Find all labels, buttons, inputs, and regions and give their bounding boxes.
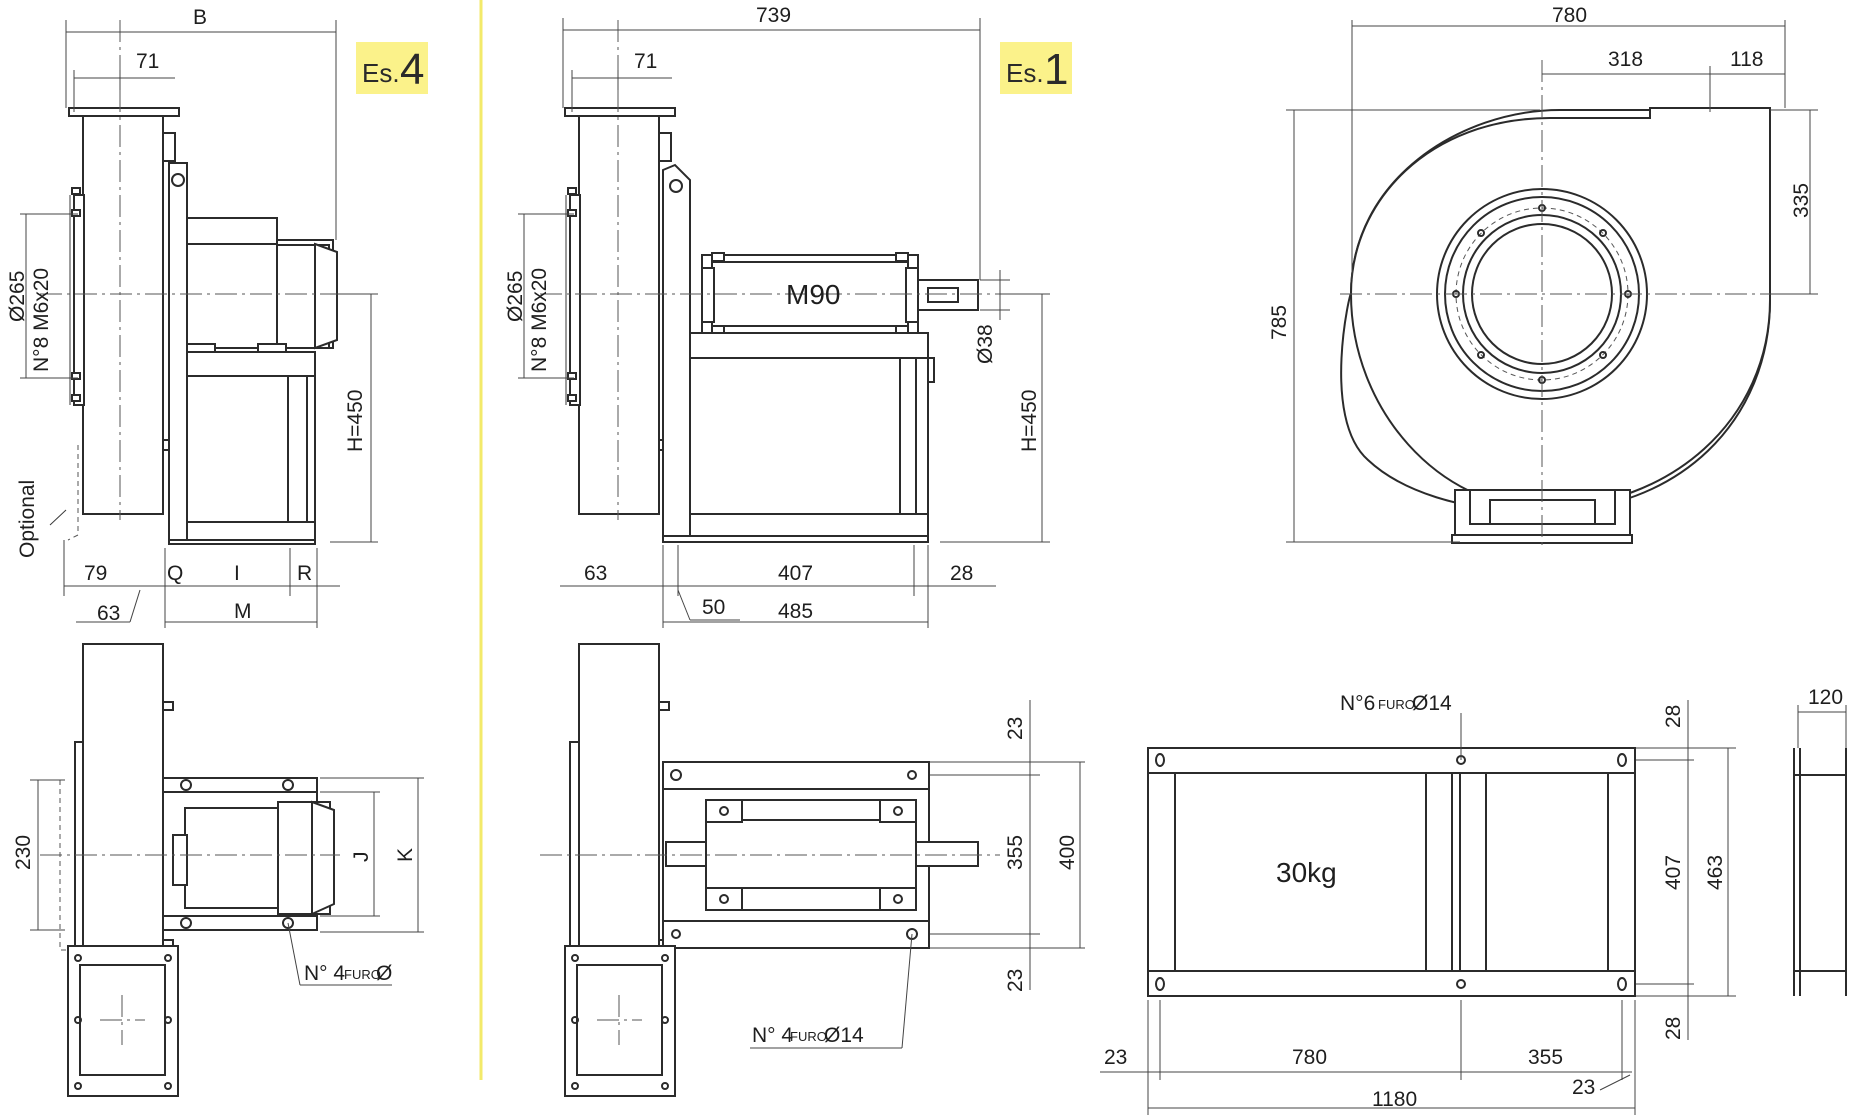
dim-780b-label: 780 — [1292, 1046, 1327, 1069]
right-base-view — [1147, 747, 1847, 997]
dim-335-label: 335 — [1790, 183, 1813, 218]
middle-side-labels: 739 71 Ø265 N°8 M6x20 M90 Ø38 H=450 63 4… — [504, 4, 1041, 623]
right-base-labels: N°6 FURO Ø14 30kg 28 407 463 28 23 780 3… — [1104, 686, 1843, 1111]
dim-71b-label: 71 — [634, 50, 657, 73]
left-top-labels: 230 J K N° 4 FURO Ø — [12, 835, 417, 985]
dim-23c-label: 23 — [1104, 1046, 1127, 1069]
left-side-view — [40, 20, 375, 545]
dim-407-label: 407 — [778, 562, 813, 585]
badge-es1: Es. 1 — [1000, 42, 1072, 94]
dim-785-label: 785 — [1268, 305, 1291, 340]
badge-es1-number: 1 — [1044, 45, 1068, 94]
dim-63b-label: 63 — [584, 562, 607, 585]
middle-hole-note-main: N° 4 — [752, 1024, 793, 1047]
dim-71-label: 71 — [136, 50, 159, 73]
left-hole-note-main: N° 4 — [304, 962, 345, 985]
dim-118-label: 118 — [1730, 48, 1763, 71]
dim-63-label: 63 — [97, 602, 120, 625]
dim-R-label: R — [297, 562, 312, 585]
optional-label: Optional — [16, 480, 39, 558]
badge-es1-prefix: Es. — [1006, 58, 1044, 88]
dim-H-b-label: H=450 — [1018, 390, 1041, 452]
badge-es4-prefix: Es. — [362, 58, 400, 88]
dim-H-label: H=450 — [344, 390, 367, 452]
dim-50-label: 50 — [702, 596, 725, 619]
dim-230-label: 230 — [12, 835, 35, 870]
right-front-view — [1340, 60, 1800, 550]
left-hole-note: N° 4 FURO Ø — [304, 962, 392, 985]
motor-label: M90 — [786, 279, 840, 310]
right-hole-note-main: N°6 — [1340, 692, 1375, 715]
dim-463-label: 463 — [1704, 855, 1727, 890]
right-base-dimensions — [1100, 700, 1847, 1115]
middle-top-dimensions — [750, 700, 1085, 1049]
dim-23b-label: 23 — [1004, 969, 1027, 992]
middle-top-labels: 23 355 400 23 N° 4 FURO Ø14 — [752, 717, 1079, 1047]
dim-355-label: 355 — [1004, 835, 1027, 870]
dim-I-label: I — [234, 562, 240, 585]
dim-Q-label: Q — [167, 562, 183, 585]
dim-holes-label: N°8 M6x20 — [30, 268, 53, 372]
dim-J-label: J — [350, 852, 373, 863]
right-hole-note: N°6 FURO Ø14 — [1340, 692, 1452, 715]
right-hole-note-small: FURO — [1378, 697, 1415, 712]
dim-holes-b-label: N°8 M6x20 — [528, 268, 551, 372]
left-top-view — [40, 643, 340, 1097]
dim-318-label: 318 — [1608, 48, 1643, 71]
dim-739-label: 739 — [756, 4, 791, 27]
middle-side-view — [540, 20, 1040, 543]
middle-hole-note-small: FURO — [790, 1029, 827, 1044]
dim-28b-label: 28 — [1662, 1017, 1685, 1040]
right-front-labels: 780 318 118 335 785 — [1268, 4, 1813, 340]
badge-es4: Es. 4 — [356, 42, 428, 94]
dim-407b-label: 407 — [1662, 855, 1685, 890]
dim-K-label: K — [394, 848, 417, 862]
left-hole-note-small: FURO — [344, 967, 381, 982]
dim-1180-label: 1180 — [1372, 1088, 1417, 1111]
left-side-labels: B 71 Ø265 N°8 M6x20 H=450 Optional 79 Q … — [6, 6, 367, 625]
dim-400-label: 400 — [1056, 835, 1079, 870]
middle-side-dimensions — [518, 18, 1050, 628]
left-top-dimensions — [30, 777, 424, 986]
dim-M-label: M — [234, 600, 252, 623]
dim-23d-label: 23 — [1572, 1076, 1595, 1099]
right-hole-note-end: Ø14 — [1412, 692, 1452, 715]
left-hole-note-end: Ø — [376, 962, 392, 985]
middle-top-view — [540, 643, 1000, 1097]
weight-label: 30kg — [1276, 857, 1337, 888]
dim-38-label: Ø38 — [974, 324, 997, 364]
dim-23a-label: 23 — [1004, 717, 1027, 740]
dim-780-label: 780 — [1552, 4, 1587, 27]
middle-hole-note: N° 4 FURO Ø14 — [752, 1024, 864, 1047]
badge-es4-number: 4 — [400, 45, 424, 94]
dim-265b-label: Ø265 — [504, 271, 527, 322]
dim-265-label: Ø265 — [6, 271, 29, 322]
dim-28a-label: 28 — [1662, 705, 1685, 728]
dim-485-label: 485 — [778, 600, 813, 623]
dim-B-label: B — [193, 6, 207, 29]
middle-hole-note-end: Ø14 — [824, 1024, 864, 1047]
dim-79-label: 79 — [84, 562, 107, 585]
dim-355b-label: 355 — [1528, 1046, 1563, 1069]
dim-28-label: 28 — [950, 562, 973, 585]
right-front-dimensions — [1286, 20, 1818, 543]
dim-120-label: 120 — [1808, 686, 1843, 709]
left-side-dimensions — [20, 20, 378, 628]
